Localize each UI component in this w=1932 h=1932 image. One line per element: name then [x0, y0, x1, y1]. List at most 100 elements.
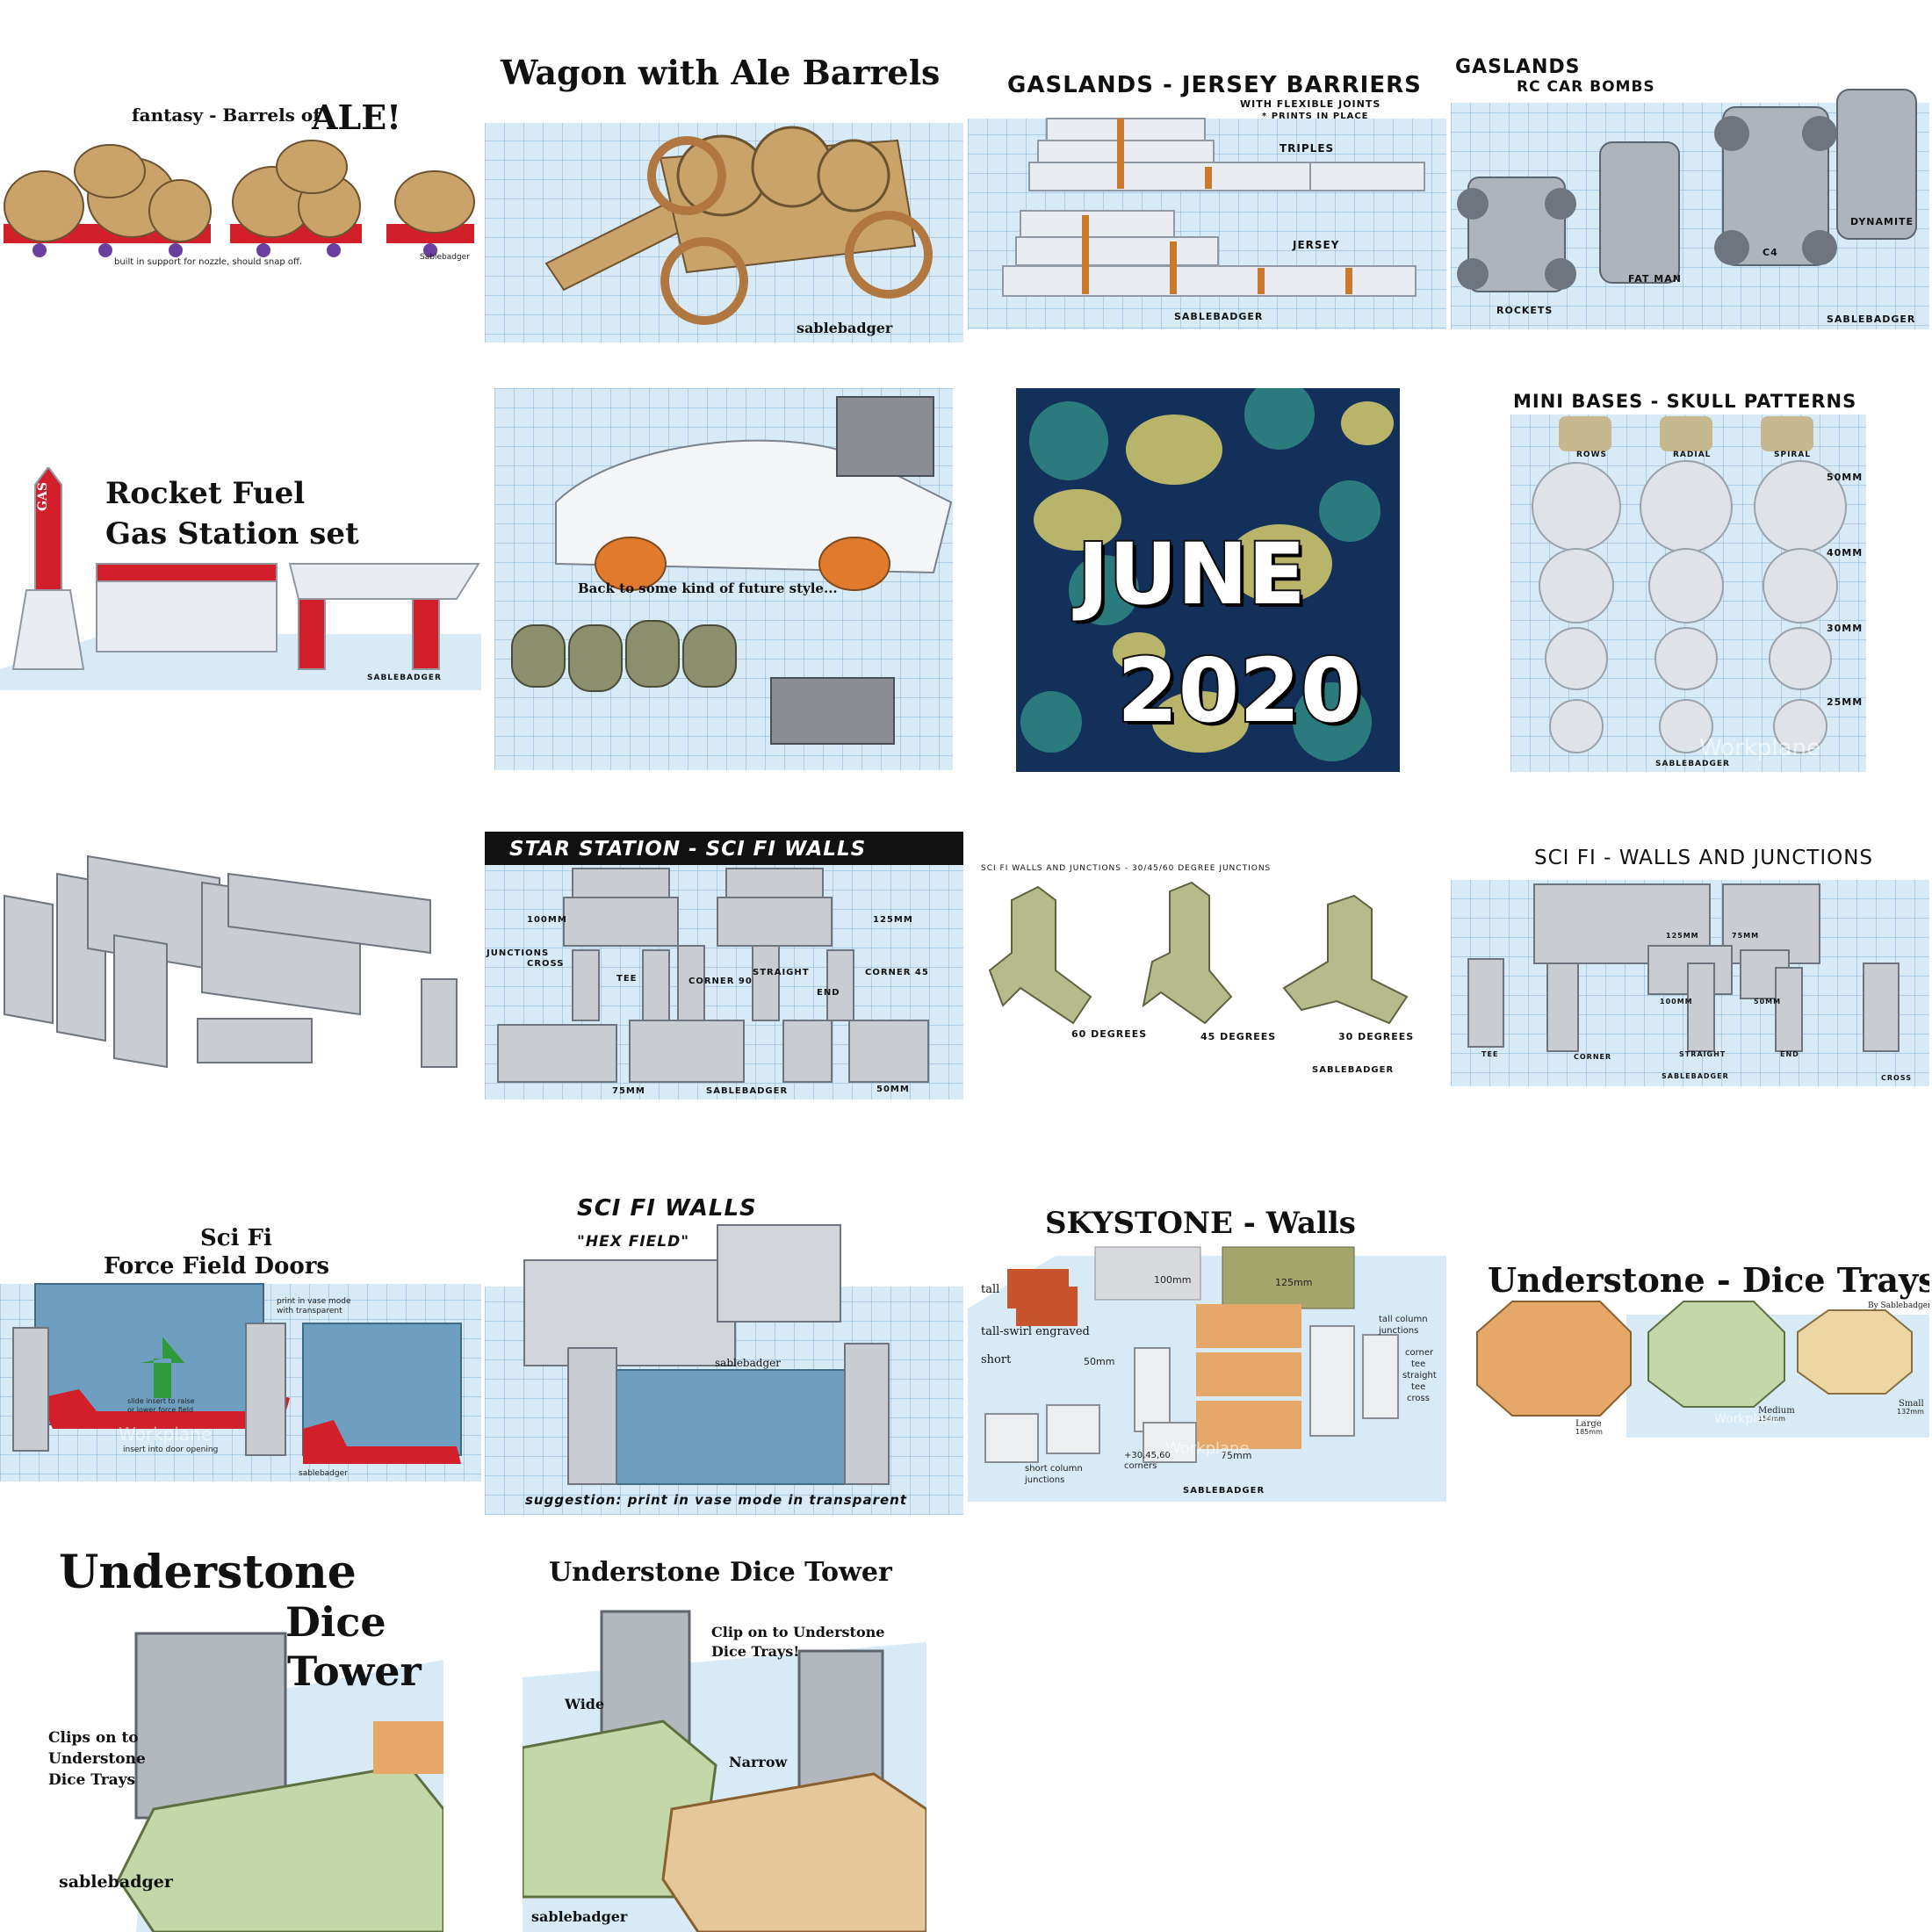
skystone-title: SKYSTONE - Walls — [1045, 1206, 1356, 1241]
skystone-label-shortcol1: short column — [1025, 1464, 1083, 1474]
skystone-label-corners: corners — [1124, 1461, 1157, 1471]
junc-label-45: 45 DEGREES — [1200, 1031, 1277, 1042]
bases-label-50mm: 50MM — [1827, 472, 1864, 483]
tower2-label-wide: Wide — [565, 1696, 605, 1712]
tile-dice-trays[interactable]: Understone - Dice Trays By Sablebadger L… — [1451, 1262, 1929, 1438]
rcbombs-credit: SABLEBADGER — [1827, 314, 1916, 325]
trays-label-small: Small — [1899, 1399, 1924, 1409]
trays-label-large: Large — [1575, 1419, 1602, 1429]
force-note1: print in vase mode — [277, 1297, 351, 1306]
dice-trays-illustration — [1476, 1301, 1929, 1438]
star-label-corner45: CORNER 45 — [865, 968, 929, 977]
barriers-illustration — [968, 57, 1446, 297]
trays-label-large-mm: 185mm — [1575, 1428, 1603, 1436]
bases-label-25mm: 25MM — [1827, 696, 1864, 708]
walls-label-end: END — [1780, 1050, 1799, 1058]
ale-title-word: ALE! — [312, 101, 401, 137]
tile-scifi-walls-render[interactable] — [0, 847, 481, 1080]
rcbombs-label-dynamite: DYNAMITE — [1850, 216, 1914, 227]
tower1-credit: sablebadger — [59, 1872, 173, 1892]
skystone-label-angles: +30,45,60 — [1124, 1451, 1171, 1460]
rcbombs-label-fatman: FAT MAN — [1628, 273, 1682, 285]
star-label-corner90: CORNER 90 — [688, 977, 753, 986]
tower1-title-line1: Understone — [59, 1546, 357, 1599]
trays-credit: By Sablebadger — [1868, 1301, 1929, 1310]
tile-jersey-barriers[interactable]: GASLANDS - JERSEY BARRIERS WITH FLEXIBLE… — [968, 57, 1446, 329]
ale-note: built in support for nozzle, should snap… — [114, 257, 303, 267]
rcbombs-label-c4: C4 — [1763, 247, 1778, 258]
tile-force-field-doors[interactable]: Sci Fi Force Field Doors print in vase m… — [0, 1222, 481, 1481]
bases-label-30mm: 30MM — [1827, 623, 1864, 634]
tile-star-station[interactable]: STAR STATION - SCI FI WALLS 100MM 125MM … — [485, 832, 963, 1099]
barrels-illustration — [0, 101, 481, 277]
trays-label-medium-mm: 154mm — [1758, 1415, 1785, 1423]
force-workplane: Workplane — [119, 1424, 213, 1445]
future-caption: Back to some kind of future style... — [578, 580, 838, 596]
june-year: 2020 — [1115, 639, 1363, 742]
star-label-end: END — [817, 988, 840, 998]
skystone-label-tallcol1: tall column — [1379, 1315, 1428, 1324]
skystone-credit: SABLEBADGER — [1183, 1486, 1265, 1496]
tile-future-car[interactable]: Back to some kind of future style... — [494, 388, 953, 770]
tile-wagon[interactable]: Wagon with Ale Barrels sablebadger — [485, 44, 963, 342]
bases-workplane: Workplane — [1699, 735, 1820, 761]
walls-render-illustration — [4, 854, 458, 1069]
tower2-title: Understone Dice Tower — [549, 1557, 892, 1588]
junctions-illustration — [988, 881, 1409, 1025]
tower1-title-line3: Tower — [287, 1647, 422, 1695]
bases-title: MINI BASES - SKULL PATTERNS — [1513, 391, 1857, 412]
tile-hex-field[interactable]: SCI FI WALLS "HEX FIELD" sablebadger sug… — [485, 1186, 963, 1515]
rcbombs-subtitle: RC CAR BOMBS — [1517, 78, 1655, 96]
tile-degree-junctions[interactable]: SCI FI WALLS AND JUNCTIONS - 30/45/60 DE… — [968, 847, 1446, 1082]
tile-dice-tower-2[interactable]: Understone Dice Tower Clip on to Underst… — [523, 1546, 926, 1932]
walls-junctions-illustration — [1451, 840, 1929, 1052]
skystone-label-125mm: 125mm — [1275, 1277, 1313, 1288]
tower2-credit: sablebadger — [531, 1908, 628, 1925]
skystone-label-50mm: 50mm — [1084, 1356, 1115, 1367]
force-field-illustration — [0, 1222, 481, 1464]
jersey-title: GASLANDS - JERSEY BARRIERS — [1007, 72, 1422, 98]
rc-cars-illustration — [1451, 54, 1929, 292]
walls-label-50mm: 50MM — [1754, 998, 1782, 1006]
bases-illustration — [1510, 388, 1866, 753]
force-title-line1: Sci Fi — [200, 1225, 272, 1251]
skystone-label-tee2: tee — [1411, 1382, 1426, 1392]
junc-credit: SABLEBADGER — [1312, 1065, 1395, 1075]
force-note4: or lower force field — [127, 1406, 194, 1414]
force-credit: sablebadger — [299, 1469, 348, 1478]
trays-workplane: Workplane — [1714, 1412, 1780, 1426]
tile-barrels-of-ale[interactable]: fantasy - Barrels of ALE! built in suppo… — [0, 101, 481, 277]
hex-suggestion: suggestion: print in vase mode in transp… — [525, 1492, 907, 1508]
tile-mini-bases[interactable]: MINI BASES - SKULL PATTERNS ROWS RADIAL … — [1510, 388, 1866, 772]
force-note3: slide insert to raise — [127, 1397, 195, 1405]
trays-title: Understone - Dice Trays — [1488, 1262, 1929, 1300]
bases-label-40mm: 40MM — [1827, 547, 1864, 559]
hex-field-illustration — [485, 1186, 963, 1485]
wagon-credit: sablebadger — [797, 320, 893, 336]
tower2-clip-line2: Dice Trays! — [711, 1643, 800, 1660]
tile-june-2020[interactable]: JUNE 2020 — [1016, 388, 1400, 772]
tile-skystone[interactable]: SKYSTONE - Walls tall tall-swirl engrave… — [968, 1203, 1446, 1502]
star-label-cross: CROSS — [527, 959, 565, 969]
tower1-clips-line1: Clips on to — [48, 1729, 139, 1747]
jersey-credit: SABLEBADGER — [1174, 311, 1264, 322]
tile-rc-car-bombs[interactable]: GASLANDS RC CAR BOMBS ROCKETS FAT MAN C4… — [1451, 54, 1929, 329]
wagon-title: Wagon with Ale Barrels — [501, 53, 941, 92]
star-station-illustration — [497, 868, 929, 1083]
force-note2: with transparent — [277, 1307, 342, 1316]
trays-label-small-mm: 132mm — [1897, 1408, 1924, 1416]
tile-walls-and-junctions[interactable]: SCI FI - WALLS AND JUNCTIONS 125MM 75MM … — [1451, 840, 1929, 1086]
skystone-label-tall: tall — [981, 1283, 1000, 1296]
walls-title: SCI FI - WALLS AND JUNCTIONS — [1534, 847, 1874, 869]
tower2-label-narrow: Narrow — [729, 1754, 788, 1770]
hex-credit: sablebadger — [715, 1357, 781, 1369]
skystone-label-75mm: 75mm — [1221, 1450, 1252, 1461]
junc-title: SCI FI WALLS AND JUNCTIONS - 30/45/60 DE… — [981, 864, 1272, 873]
tile-dice-tower-1[interactable]: Understone Dice Tower Clips on to Unders… — [40, 1546, 443, 1932]
hex-subtitle: "HEX FIELD" — [577, 1233, 690, 1251]
star-label-125mm: 125MM — [873, 915, 913, 925]
skystone-label-tallcol2: junctions — [1379, 1326, 1419, 1336]
tile-rocket-fuel[interactable]: GAS Rocket Fuel Gas Station set SABLEBAD… — [0, 467, 481, 690]
walls-label-125mm: 125MM — [1666, 932, 1699, 940]
star-label-tee: TEE — [616, 974, 638, 984]
